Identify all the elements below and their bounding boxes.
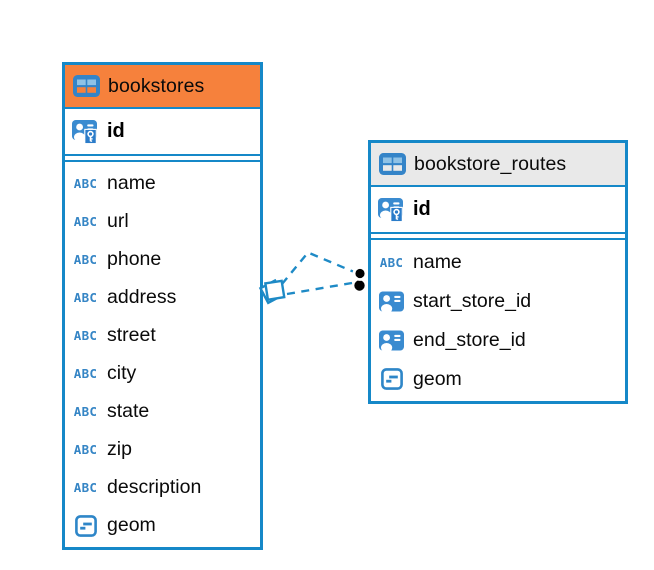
- primary-key-name: id: [413, 198, 431, 220]
- column-row[interactable]: geom: [65, 506, 260, 545]
- relationship-one-end-marker[interactable]: [352, 266, 368, 291]
- text-type-icon: ABC: [73, 328, 98, 343]
- entity-bookstores[interactable]: bookstores: [62, 62, 263, 550]
- columns-section: ABC name ABC url ABC phone ABC address A…: [65, 159, 260, 547]
- column-row[interactable]: end_store_id: [371, 320, 625, 360]
- column-row[interactable]: ABC city: [65, 354, 260, 393]
- table-title: bookstores: [108, 74, 205, 97]
- text-type-icon: ABC: [73, 404, 98, 419]
- table-title: bookstore_routes: [414, 152, 567, 175]
- column-row[interactable]: ABC name: [371, 242, 625, 282]
- column-row[interactable]: ABC description: [65, 468, 260, 507]
- columns-section: ABC name start_store_i: [371, 237, 625, 401]
- primary-key-name: id: [107, 120, 125, 142]
- column-row-id[interactable]: id: [65, 109, 260, 156]
- primary-key-icon: [378, 197, 405, 222]
- column-row[interactable]: ABC zip: [65, 430, 260, 469]
- column-row[interactable]: geom: [371, 359, 625, 399]
- primary-key-icon: [72, 119, 99, 144]
- column-row[interactable]: ABC state: [65, 392, 260, 431]
- table-icon: [379, 153, 406, 175]
- column-row[interactable]: ABC url: [65, 202, 260, 241]
- column-row[interactable]: ABC phone: [65, 240, 260, 279]
- geometry-type-icon: [378, 368, 405, 390]
- fk-relationship-line-1[interactable]: [281, 251, 354, 285]
- column-row[interactable]: ABC name: [65, 164, 260, 203]
- reference-type-icon: [378, 291, 405, 312]
- text-type-icon: ABC: [73, 176, 98, 191]
- text-type-icon: ABC: [73, 442, 98, 457]
- section-divider-gap: [65, 156, 260, 160]
- text-type-icon: ABC: [73, 290, 98, 305]
- column-row[interactable]: ABC address: [65, 278, 260, 317]
- column-row[interactable]: ABC street: [65, 316, 260, 355]
- fk-relationship-line-2[interactable]: [286, 281, 353, 296]
- table-icon: [73, 75, 100, 97]
- section-divider-gap: [371, 234, 625, 238]
- text-type-icon: ABC: [73, 252, 98, 267]
- relationship-many-end-marker[interactable]: [258, 278, 286, 305]
- table-header-bookstores[interactable]: bookstores: [65, 65, 260, 109]
- text-type-icon: ABC: [73, 366, 98, 381]
- text-type-icon: ABC: [73, 480, 98, 495]
- entity-bookstore-routes[interactable]: bookstore_routes: [368, 140, 628, 404]
- text-type-icon: ABC: [379, 254, 404, 270]
- table-header-bookstore-routes[interactable]: bookstore_routes: [371, 143, 625, 187]
- column-row-id[interactable]: id: [371, 187, 625, 234]
- geometry-type-icon: [72, 514, 99, 537]
- reference-type-icon: [378, 330, 405, 351]
- text-type-icon: ABC: [73, 214, 98, 229]
- column-row[interactable]: start_store_id: [371, 281, 625, 321]
